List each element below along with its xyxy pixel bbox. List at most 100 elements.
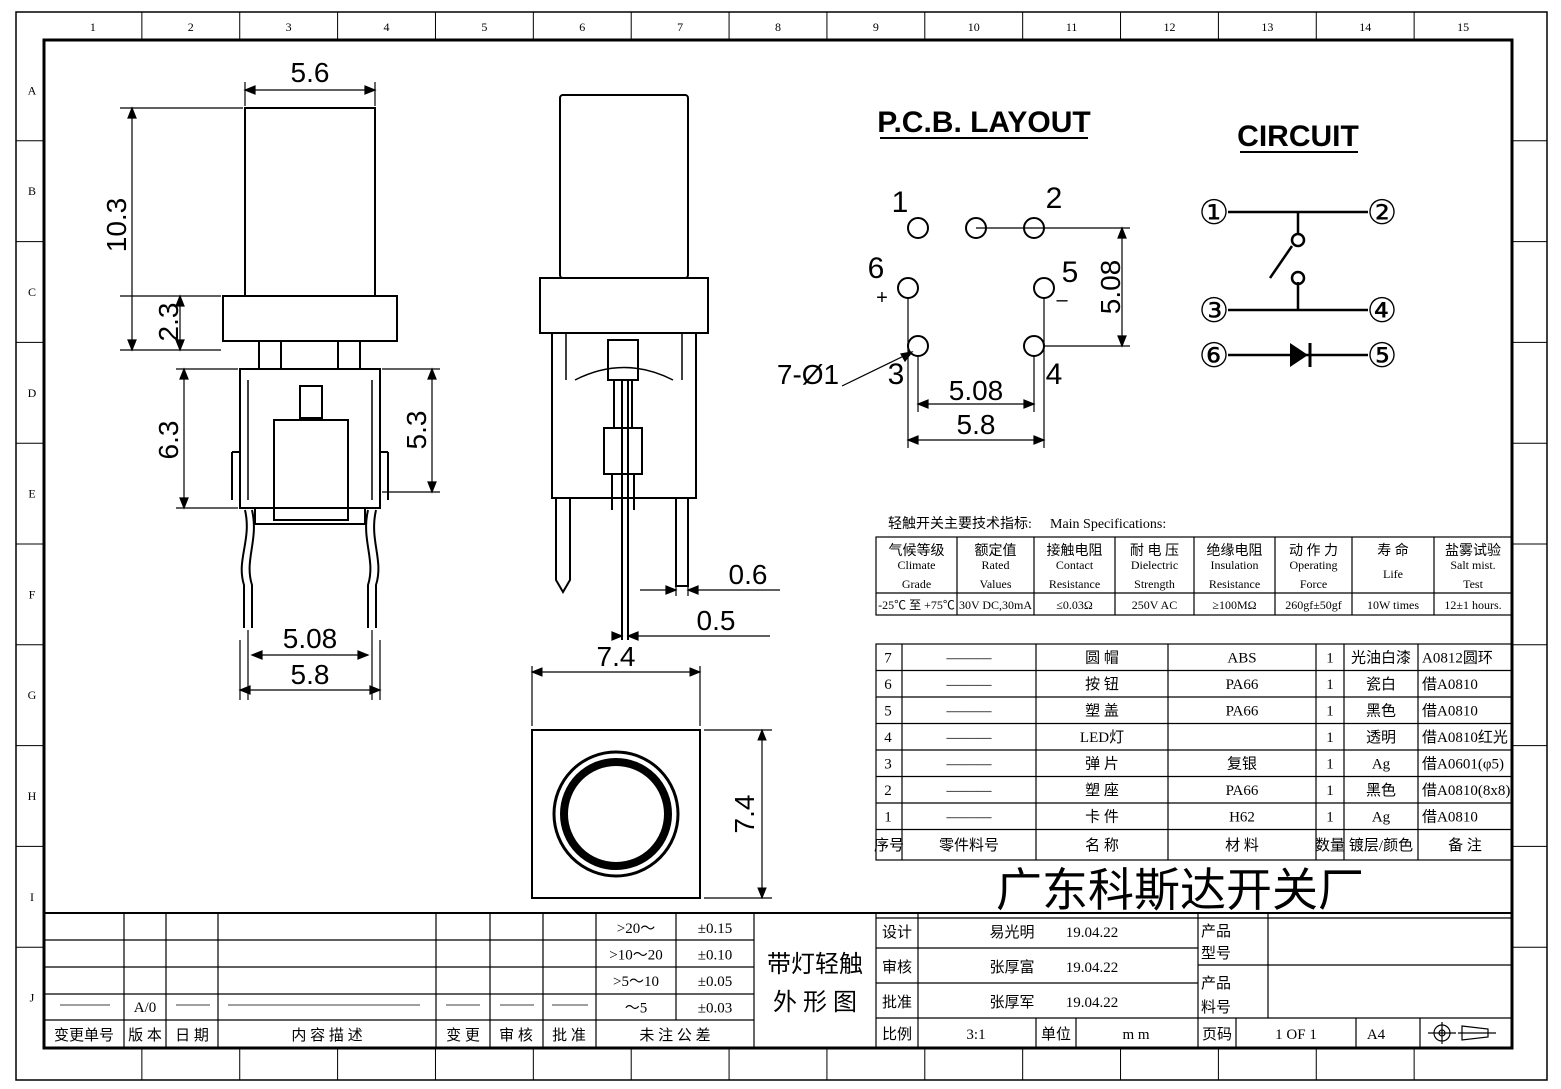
bom-cell: PA66 (1226, 783, 1259, 799)
pcb-layout: P.C.B. LAYOUT 1 2 6 5 3 4 + – 7-Ø1 5. (777, 106, 1130, 448)
rev-label-date: 日 期 (175, 1027, 209, 1044)
company-name: 广东科斯达开关厂 (996, 865, 1364, 916)
bom-cell: ——— (946, 730, 993, 746)
ruler-letter: F (29, 587, 36, 601)
specs-heading-cn: 轻触开关主要技术指标: (888, 516, 1032, 532)
pin-label-1: 1 (892, 186, 909, 219)
bom-cell: 1 (1326, 677, 1334, 693)
ruler-letter: H (28, 789, 37, 803)
front-view-labels: 5.6 10.3 2.3 6.3 5.3 5.08 5.8 (101, 57, 432, 690)
unit-value: m m (1122, 1027, 1149, 1043)
bom-cell: ABS (1227, 650, 1256, 666)
pcb-dim-inner: 5.08 (949, 375, 1004, 406)
spec-header-en: Strength (1134, 577, 1175, 591)
bom-header-cell: 备 注 (1448, 837, 1482, 854)
tolerance-value: ±0.15 (698, 921, 732, 937)
spec-value: -25℃ 至 +75℃ (878, 598, 955, 612)
plus-sign: + (876, 287, 888, 309)
spec-header-en: Force (1300, 577, 1327, 591)
rev-label-change-no: 变更单号 (54, 1027, 114, 1044)
rev-label-version: 版 本 (128, 1027, 162, 1044)
ruler-number: 4 (384, 20, 390, 34)
side-view-dimensions (611, 585, 780, 641)
bom-cell: 黑色 (1366, 782, 1396, 799)
specs-table: 轻触开关主要技术指标: Main Specifications: 气候等级Cli… (875, 516, 1513, 616)
ruler-letter: I (30, 890, 34, 904)
hole-spec: 7-Ø1 (777, 359, 839, 390)
bom-header-cell: 材 料 (1225, 837, 1259, 854)
page-value: 1 OF 1 (1275, 1027, 1317, 1043)
spec-value: 12±1 hours. (1444, 598, 1501, 612)
bom-cell: 1 (1326, 783, 1334, 799)
led-diode-icon (1290, 343, 1308, 367)
bom-cell: 按 钮 (1085, 676, 1119, 693)
tolerance-range: >5～10 (613, 974, 659, 990)
partno-label-2: 料号 (1201, 999, 1231, 1016)
spec-value: 30V DC,30mA (959, 598, 1032, 612)
circuit-node-5: ⑤ (1367, 337, 1397, 375)
spec-header-en: Salt mist. (1450, 558, 1495, 572)
pin-label-6: 6 (868, 252, 885, 285)
outer-frame (15, 11, 1548, 1081)
model-label-1: 产品 (1201, 923, 1231, 940)
front-view (222, 107, 398, 628)
product-name-line2: 外 形 图 (773, 989, 857, 1016)
ruler-number: 7 (677, 20, 683, 34)
ruler-letter: E (28, 487, 35, 501)
pcb-dim-vertical: 5.08 (1095, 260, 1126, 315)
dim-6-3: 6.3 (153, 421, 184, 460)
spec-value: ≤0.03Ω (1056, 598, 1093, 612)
spec-value: 10W times (1367, 598, 1419, 612)
bom-cell: 5 (884, 703, 892, 719)
side-cap (559, 94, 689, 279)
revision-labels: 变更单号 版 本 日 期 内 容 描 述 变 更 审 核 批 准 A/0 未 注… (54, 1000, 711, 1044)
bom-cell: LED灯 (1080, 729, 1124, 746)
pin-right (365, 509, 380, 628)
bom-cell: 借A0810 (1422, 676, 1478, 693)
spec-header-cn: 接触电阻 (1047, 542, 1103, 559)
design-name: 易光明 (989, 924, 1034, 941)
bom-cell: 1 (1326, 703, 1334, 719)
bom-cell: H62 (1229, 809, 1255, 825)
bom-cell: A0812圆环 (1422, 650, 1493, 666)
page-label: 页码 (1202, 1026, 1232, 1043)
minus-sign: – (1056, 289, 1068, 311)
side-ring (539, 277, 709, 334)
tolerance-value: ±0.05 (698, 974, 732, 990)
ruler-letter: A (28, 83, 37, 97)
led-lead (621, 380, 629, 640)
tolerance-value: ±0.03 (698, 1001, 732, 1017)
bom-cell: ——— (946, 756, 993, 772)
unit-label: 单位 (1041, 1026, 1071, 1043)
side-pin-right (675, 498, 689, 587)
dim-5-08: 5.08 (283, 623, 338, 654)
ruler-letter: B (28, 184, 36, 198)
dim-10-3: 10.3 (101, 198, 132, 253)
top-square (531, 729, 701, 899)
review-label: 审核 (882, 959, 912, 976)
ruler-number: 9 (873, 20, 879, 34)
title-block-text: 变更单号 版 本 日 期 内 容 描 述 变 更 审 核 批 准 A/0 未 注… (54, 921, 1386, 1044)
spec-value: 260gf±50gf (1285, 598, 1342, 612)
bom-cell: 瓷白 (1366, 676, 1396, 693)
product-name-line1: 带灯轻触 (767, 951, 863, 978)
bom-cell: 借A0810红光 (1422, 729, 1508, 746)
body-outline (239, 368, 381, 509)
spec-header-en: Values (980, 577, 1012, 591)
spec-header-en: Contact (1056, 558, 1094, 572)
ruler-letter: G (28, 688, 37, 702)
rev-version-value: A/0 (134, 1000, 157, 1016)
pin-label-2: 2 (1046, 182, 1063, 215)
bom-cell: 1 (884, 809, 892, 825)
rev-label-review: 审 核 (499, 1027, 533, 1044)
bom-cell: 黑色 (1366, 702, 1396, 719)
dim-0-5: 0.5 (697, 605, 736, 636)
bom-cell: 弹 片 (1085, 755, 1119, 772)
inner-ring (560, 758, 672, 870)
ruler-number: 14 (1359, 20, 1371, 34)
pcb-title: P.C.B. LAYOUT (877, 106, 1090, 139)
ruler-number: 6 (579, 20, 585, 34)
cap-outline (244, 107, 376, 297)
dim-5-8: 5.8 (291, 659, 330, 690)
